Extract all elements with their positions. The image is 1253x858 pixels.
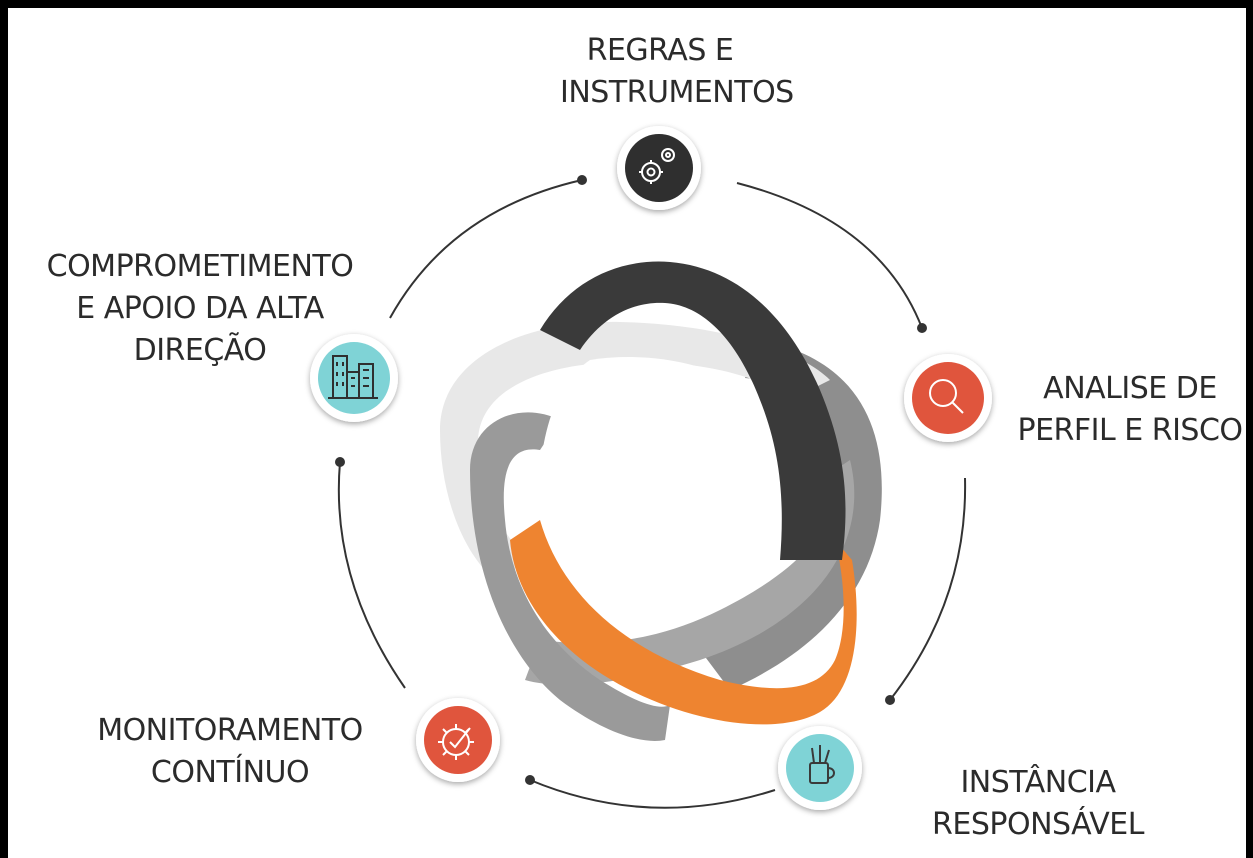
label-regras-line1: REGRAS E (586, 33, 734, 68)
connector-analise-instancia (889, 477, 967, 701)
label-analise: ANALISE DE PERFIL E RISCO (1010, 368, 1250, 452)
label-compromisso-line3: DIREÇÃO (133, 333, 267, 368)
label-analise-line2: PERFIL E RISCO (1017, 413, 1243, 448)
connector-instancia-monitor (529, 779, 776, 809)
buildings-icon (328, 355, 378, 399)
label-monitor-line1: MONITORAMENTO (97, 713, 363, 748)
band-grey-left (470, 412, 670, 741)
band-orange (510, 520, 857, 725)
band-light (440, 321, 830, 580)
node-regras (617, 126, 701, 210)
magnifier-icon (929, 379, 964, 414)
central-knot-graphic (440, 261, 882, 741)
band-mid-grey-right (700, 340, 882, 690)
node-compromisso (310, 334, 398, 422)
connector-monitor-compromisso (337, 461, 406, 689)
node-instancia (778, 726, 862, 810)
label-instancia-line1: INSTÂNCIA (960, 765, 1116, 800)
label-compromisso-line2: E APOIO DA ALTA (76, 291, 324, 326)
node-monitor (416, 698, 500, 782)
connector-dots (335, 175, 927, 785)
label-instancia: INSTÂNCIA RESPONSÁVEL (918, 762, 1158, 846)
label-regras: REGRAS E INSTRUMENTOS (560, 30, 794, 114)
desk-cup-icon (809, 745, 835, 784)
label-compromisso: COMPROMETIMENTO E APOIO DA ALTA DIREÇÃO (16, 246, 384, 372)
gears-icon (639, 148, 675, 184)
label-monitor-line2: CONTÍNUO (150, 755, 310, 790)
band-dark (540, 261, 846, 560)
cycle-connectors (337, 179, 967, 809)
label-regras-line2: INSTRUMENTOS (560, 75, 794, 110)
connector-compromisso-regras (389, 179, 583, 319)
gear-check-icon (438, 724, 474, 760)
connector-regras-analise (736, 182, 923, 329)
label-analise-line1: ANALISE DE (1043, 371, 1217, 406)
node-analise (904, 354, 992, 442)
label-monitor: MONITORAMENTO CONTÍNUO (60, 710, 400, 794)
label-compromisso-line1: COMPROMETIMENTO (46, 249, 354, 284)
label-instancia-line2: RESPONSÁVEL (932, 807, 1144, 842)
knot-center (540, 357, 772, 600)
